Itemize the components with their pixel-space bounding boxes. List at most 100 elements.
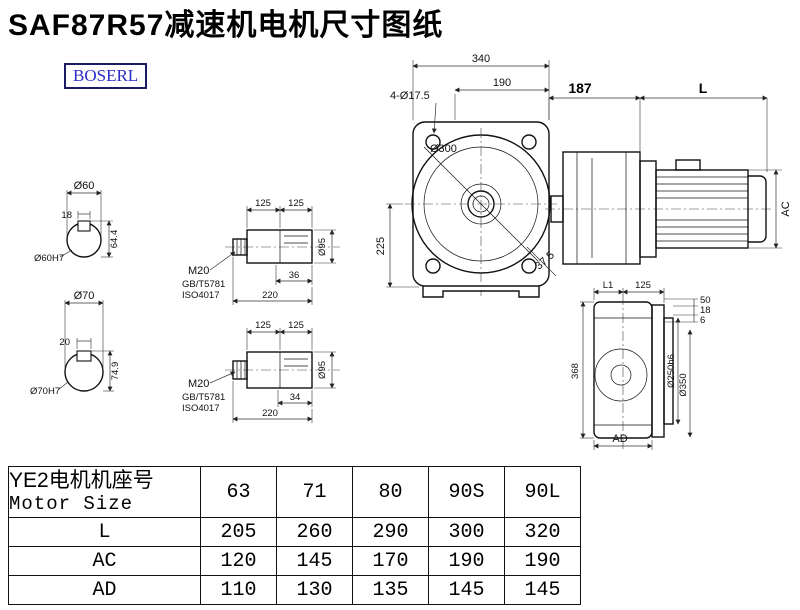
dim-125: 125 bbox=[635, 280, 651, 291]
motor-body bbox=[655, 169, 749, 249]
dim-187: 187 bbox=[568, 80, 592, 96]
thread-stub bbox=[232, 360, 248, 380]
table-cell: 145 bbox=[428, 575, 505, 605]
table-row-AD: AD 110 130 135 145 145 bbox=[8, 575, 581, 605]
table-cell: 170 bbox=[352, 546, 429, 576]
table-header-row: YE2电机机座号 Motor Size 63 71 80 90S 90L bbox=[8, 466, 581, 518]
terminal-box bbox=[675, 159, 701, 171]
std-iso: ISO4017 bbox=[182, 290, 220, 301]
dim-36: 36 bbox=[289, 270, 300, 281]
dim-key18: 18 bbox=[61, 210, 72, 221]
header-en: Motor Size bbox=[9, 493, 134, 515]
dim-6: 6 bbox=[700, 315, 705, 326]
dim-d60: Ø60 bbox=[74, 180, 95, 192]
table-cell: 260 bbox=[276, 517, 353, 547]
input-shaft-bottom: 125 125 M20 GB/T5781 ISO4017 34 220 Ø95 bbox=[182, 320, 340, 423]
bolt-hole bbox=[521, 134, 537, 150]
dim-190: 190 bbox=[493, 77, 511, 89]
std-gb: GB/T5781 bbox=[182, 392, 225, 403]
dim-34: 34 bbox=[290, 392, 301, 403]
size-col-80: 80 bbox=[352, 466, 429, 518]
table-cell: 110 bbox=[200, 575, 277, 605]
size-col-90s: 90S bbox=[428, 466, 505, 518]
table-row-AC: AC 120 145 170 190 190 bbox=[8, 546, 581, 576]
keyway bbox=[77, 220, 91, 232]
dim-L: L bbox=[699, 80, 708, 96]
table-cell: 205 bbox=[200, 517, 277, 547]
table-cell: 145 bbox=[504, 575, 581, 605]
dim-340: 340 bbox=[472, 53, 490, 65]
shaft-section-70: Ø70 20 74.9 Ø70H7 bbox=[30, 290, 121, 397]
row-label: AD bbox=[8, 575, 201, 605]
dim-d95: Ø95 bbox=[317, 361, 328, 379]
table-cell: 300 bbox=[428, 517, 505, 547]
table-cell: 145 bbox=[276, 546, 353, 576]
bolt-hole bbox=[425, 258, 441, 274]
side-view: 187 L AC bbox=[545, 80, 792, 265]
size-col-90l: 90L bbox=[504, 466, 581, 518]
dim-d70: Ø70 bbox=[74, 290, 95, 302]
dim-644: 64.4 bbox=[109, 230, 120, 249]
dim-AC: AC bbox=[780, 201, 792, 216]
shaft-section-60: Ø60 18 64.4 Ø60H7 bbox=[34, 180, 120, 264]
keyway bbox=[76, 350, 92, 362]
dim-flange-dia: Ø350 bbox=[678, 373, 689, 396]
table-cell: 135 bbox=[352, 575, 429, 605]
size-col-71: 71 bbox=[276, 466, 353, 518]
std-gb: GB/T5781 bbox=[182, 279, 225, 290]
dim-AD: AD bbox=[612, 433, 627, 445]
dim-125a: 125 bbox=[255, 320, 271, 331]
dim-L1: L1 bbox=[603, 280, 614, 291]
technical-drawing: 340 190 4-Ø17.5 225 Ø300 37.5 bbox=[30, 53, 792, 450]
table-cell: 290 bbox=[352, 517, 429, 547]
dim-d60h7: Ø60H7 bbox=[34, 253, 64, 264]
dim-m20: M20 bbox=[188, 378, 209, 390]
dim-d95: Ø95 bbox=[317, 238, 328, 256]
dim-50: 50 bbox=[700, 295, 711, 306]
std-iso: ISO4017 bbox=[182, 403, 220, 414]
input-shaft-top: 125 125 M20 GB/T5781 ISO4017 36 220 Ø95 bbox=[182, 198, 340, 305]
row-label: L bbox=[8, 517, 201, 547]
size-col-63: 63 bbox=[200, 466, 277, 518]
table-cell: 120 bbox=[200, 546, 277, 576]
table-cell: 190 bbox=[428, 546, 505, 576]
table-row-L: L 205 260 290 300 320 bbox=[8, 517, 581, 547]
gear-housing bbox=[562, 151, 641, 265]
dim-368: 368 bbox=[570, 363, 581, 379]
row-label: AC bbox=[8, 546, 201, 576]
dim-holes: 4-Ø17.5 bbox=[390, 90, 430, 102]
motor-size-table: YE2电机机座号 Motor Size 63 71 80 90S 90L L 2… bbox=[8, 466, 581, 605]
dim-angle: 37.5 bbox=[533, 249, 557, 272]
table-cell: 190 bbox=[504, 546, 581, 576]
brand-logo: BOSERL bbox=[64, 63, 148, 89]
dim-flange-dia: Ø300 bbox=[430, 143, 457, 155]
dim-spigot-dia: Ø250h6 bbox=[666, 354, 677, 388]
dim-key20: 20 bbox=[59, 337, 70, 348]
dim-220: 220 bbox=[262, 408, 278, 419]
dim-220: 220 bbox=[262, 290, 278, 301]
dim-125b: 125 bbox=[288, 320, 304, 331]
table-cell: 130 bbox=[276, 575, 353, 605]
rear-view: L1 125 50 18 6 368 Ø250h6 Ø350 bbox=[570, 280, 711, 450]
table-cell: 320 bbox=[504, 517, 581, 547]
motor-fins bbox=[656, 176, 748, 242]
dim-749: 74.9 bbox=[110, 362, 121, 381]
bolt-hole bbox=[425, 134, 441, 150]
dim-18: 18 bbox=[700, 305, 711, 316]
brand-text: BOSERL bbox=[73, 66, 139, 85]
dim-m20: M20 bbox=[188, 265, 209, 277]
shaft-body bbox=[246, 229, 313, 264]
header-cn: YE2电机机座号 bbox=[9, 469, 154, 492]
front-view: 340 190 4-Ø17.5 225 Ø300 37.5 bbox=[375, 53, 557, 298]
flange-spigot bbox=[663, 317, 674, 425]
dim-225: 225 bbox=[375, 237, 387, 255]
dim-125a: 125 bbox=[255, 198, 271, 209]
thread-stub bbox=[232, 238, 248, 256]
table-header-motor-size: YE2电机机座号 Motor Size bbox=[8, 466, 201, 518]
bolt-hole bbox=[521, 258, 537, 274]
dim-d70h7: Ø70H7 bbox=[30, 386, 60, 397]
dim-125b: 125 bbox=[288, 198, 304, 209]
page-title: SAF87R57减速机电机尺寸图纸 bbox=[8, 9, 444, 42]
fan-cover bbox=[748, 175, 767, 243]
